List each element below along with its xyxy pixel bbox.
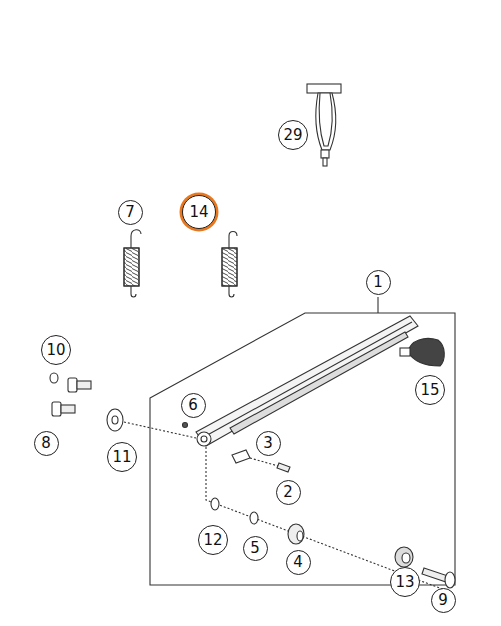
axis-line xyxy=(124,422,196,438)
callout-number: 6 xyxy=(181,393,206,418)
o-ring xyxy=(50,373,58,383)
screw xyxy=(277,463,290,472)
callout-number: 3 xyxy=(256,431,281,456)
callout-number: 29 xyxy=(278,120,308,150)
callout-number: 9 xyxy=(431,588,456,613)
screw xyxy=(183,423,188,428)
side-stand xyxy=(196,316,418,446)
callout-number: 12 xyxy=(198,525,228,555)
foot-pad xyxy=(400,339,444,367)
ring xyxy=(250,512,258,524)
ring xyxy=(211,498,219,510)
spring xyxy=(124,230,141,297)
t-handle-tool xyxy=(307,84,341,166)
callout-number: 8 xyxy=(34,431,59,456)
callout-number: 7 xyxy=(118,200,143,225)
leader-line xyxy=(377,297,378,313)
clip xyxy=(232,450,250,463)
callout-number: 10 xyxy=(41,335,71,365)
callout-number: 2 xyxy=(276,480,301,505)
drawing xyxy=(50,84,455,590)
washer xyxy=(107,409,123,431)
callout-number: 4 xyxy=(286,550,311,575)
bolt xyxy=(422,568,455,588)
callout-number: 5 xyxy=(243,536,268,561)
nut xyxy=(395,547,413,567)
callout-number: 11 xyxy=(107,442,137,472)
callout-number: 14 xyxy=(182,195,216,229)
spring xyxy=(222,232,237,298)
callout-number: 1 xyxy=(366,270,391,295)
callout-number: 13 xyxy=(390,567,420,597)
assembly-outline xyxy=(150,313,455,585)
bushing xyxy=(288,524,304,544)
callout-number: 15 xyxy=(415,375,445,405)
bolt xyxy=(52,378,91,416)
